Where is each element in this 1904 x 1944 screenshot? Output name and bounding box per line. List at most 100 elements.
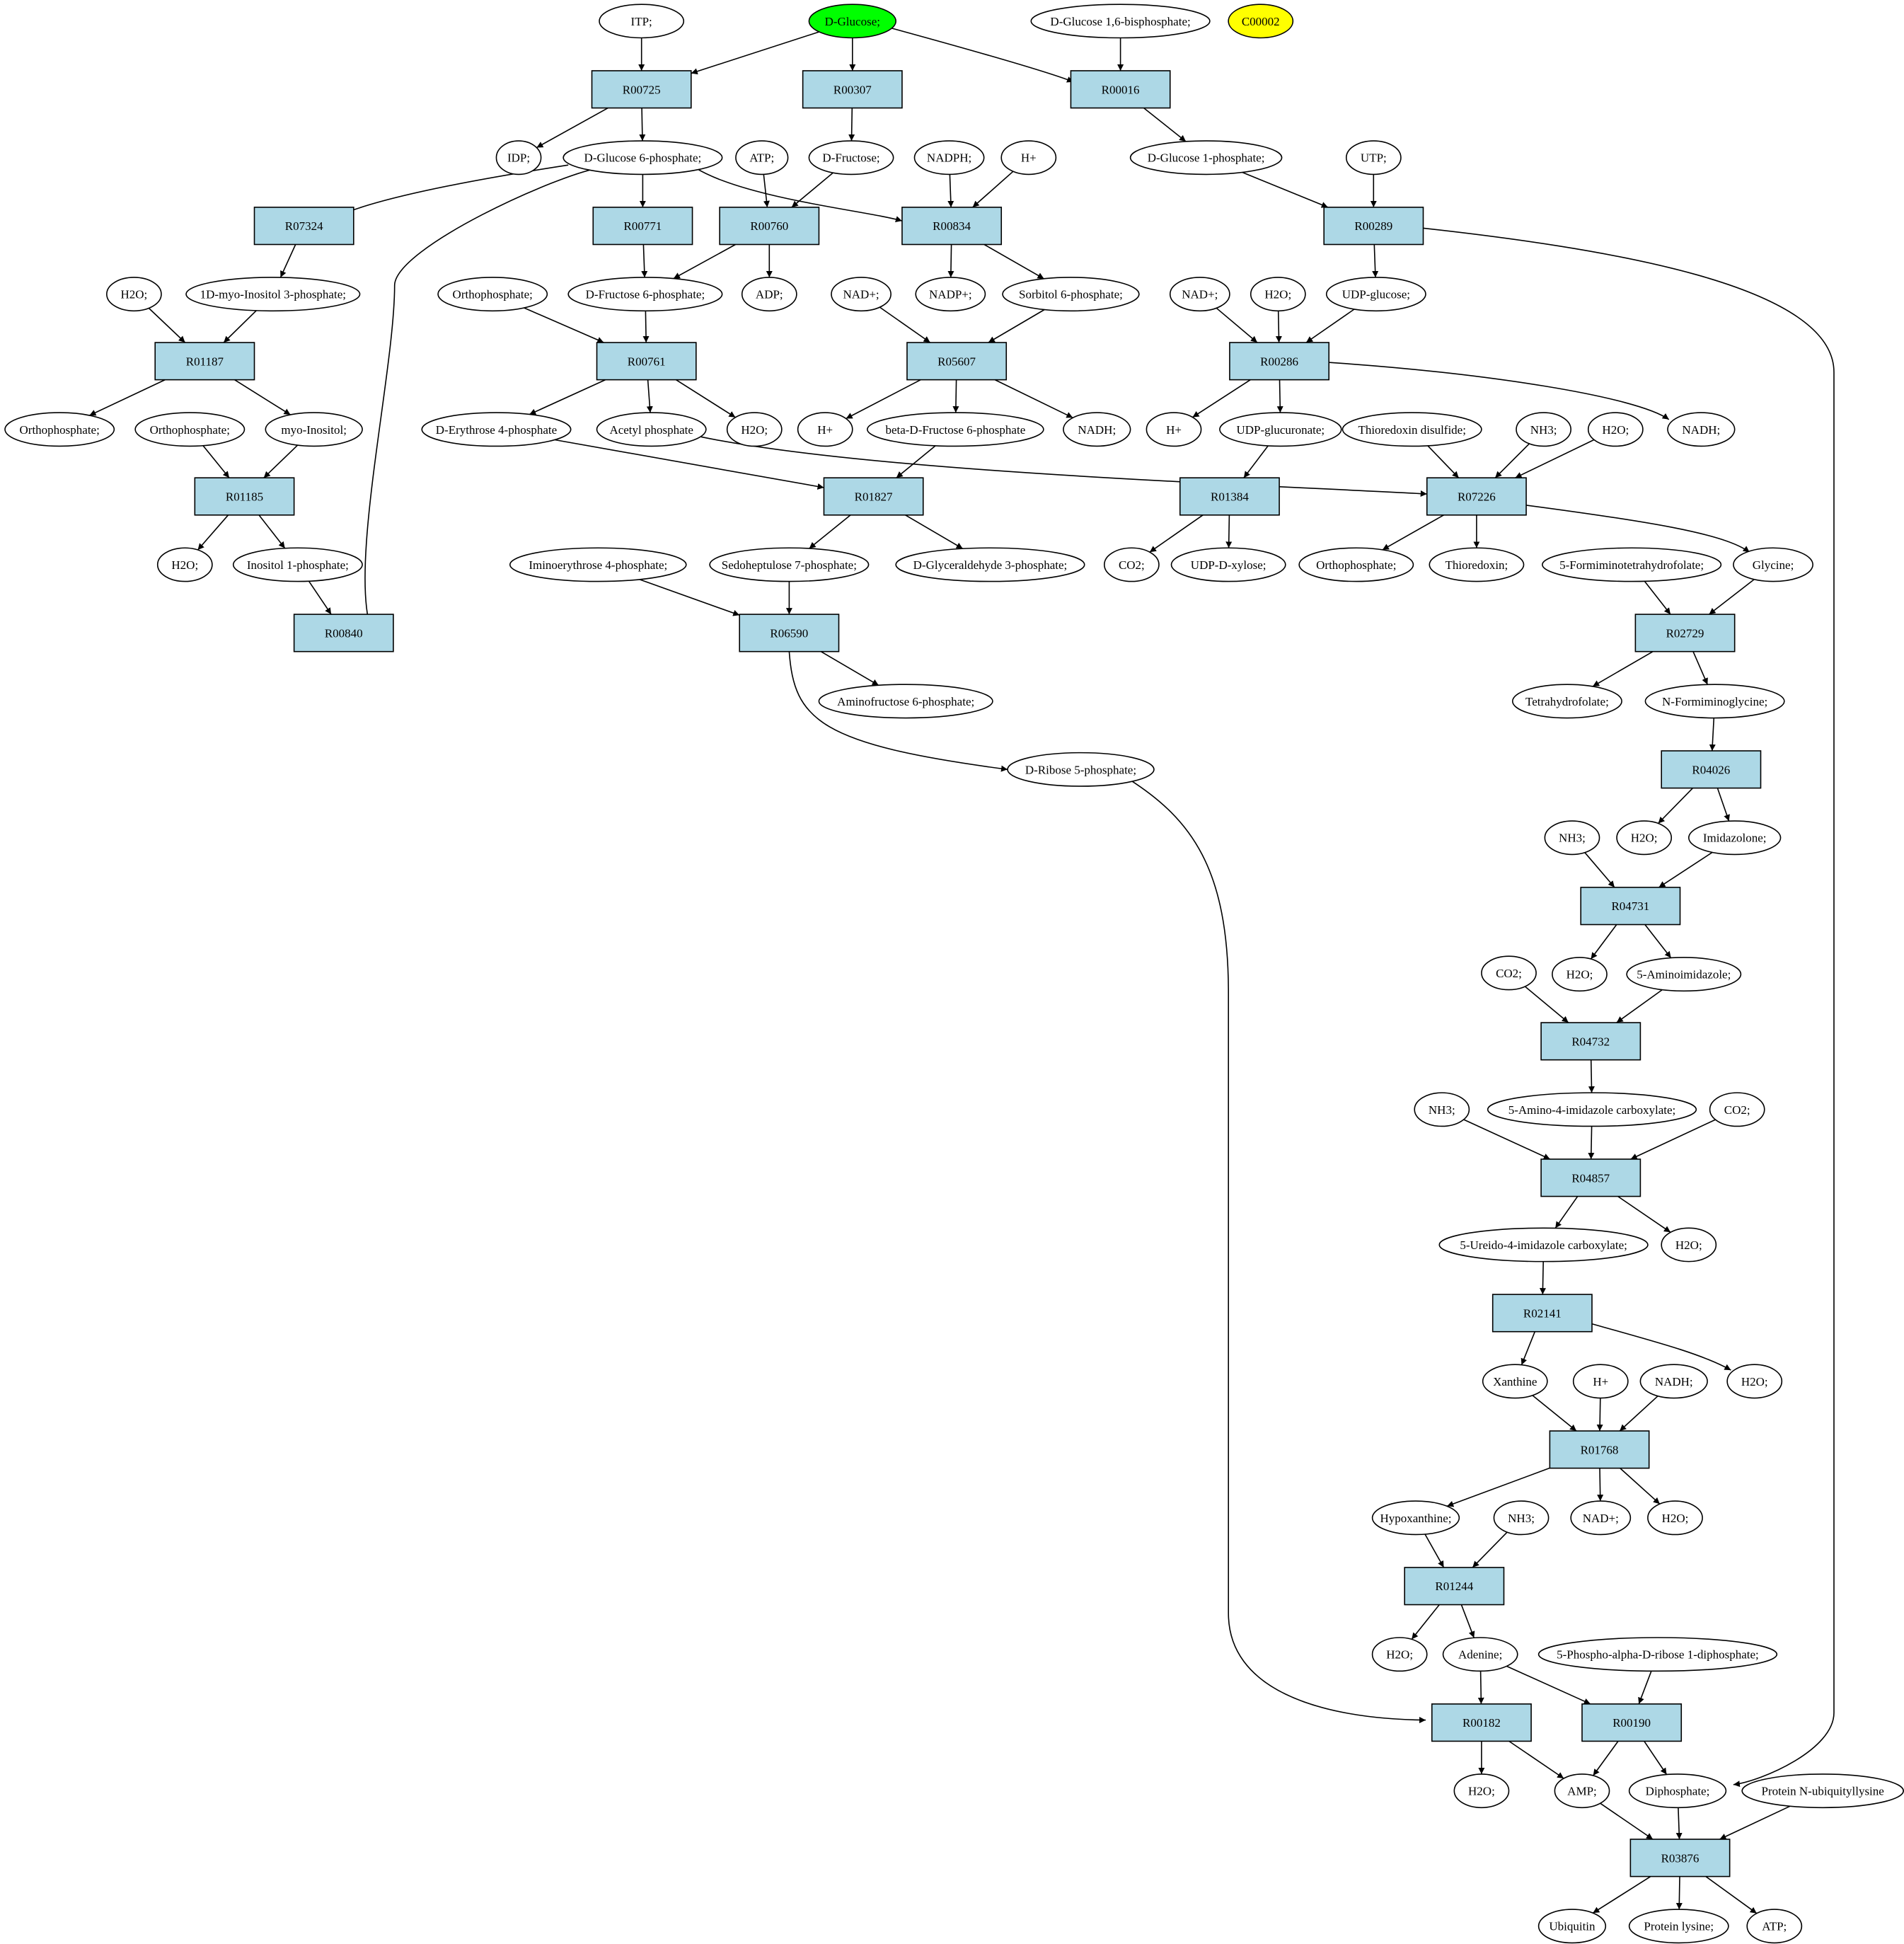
- compound-node[interactable]: UDP-D-xylose;: [1170, 547, 1286, 582]
- compound-node[interactable]: H2O;: [1616, 820, 1673, 856]
- compound-node[interactable]: Thioredoxin disulfide;: [1342, 412, 1482, 447]
- compound-node[interactable]: H2O;: [1726, 1364, 1783, 1399]
- compound-node[interactable]: IDP;: [495, 140, 542, 176]
- compound-node[interactable]: Diphosphate;: [1628, 1773, 1727, 1809]
- compound-node[interactable]: NADH;: [1639, 1364, 1708, 1399]
- reaction-node[interactable]: R00182: [1431, 1703, 1532, 1742]
- compound-node[interactable]: D-Erythrose 4-phosphate: [421, 412, 572, 447]
- compound-node[interactable]: Inositol 1-phosphate;: [232, 547, 363, 582]
- compound-node[interactable]: NADPH;: [913, 140, 985, 176]
- compound-node[interactable]: AMP;: [1554, 1773, 1610, 1809]
- reaction-node[interactable]: R06590: [739, 614, 840, 652]
- compound-node[interactable]: UTP;: [1345, 140, 1402, 176]
- compound-node[interactable]: Glycine;: [1733, 547, 1813, 582]
- compound-node[interactable]: ITP;: [599, 4, 685, 39]
- compound-node[interactable]: H2O;: [1647, 1500, 1703, 1536]
- compound-node[interactable]: H2O;: [1587, 412, 1644, 447]
- compound-node[interactable]: Ubiquitin: [1537, 1909, 1607, 1944]
- compound-node[interactable]: NH3;: [1414, 1092, 1470, 1127]
- compound-node[interactable]: Sedoheptulose 7-phosphate;: [709, 547, 870, 582]
- reaction-node[interactable]: R00286: [1229, 342, 1330, 381]
- compound-node[interactable]: Sorbitol 6-phosphate;: [1002, 277, 1140, 312]
- reaction-node[interactable]: R07324: [253, 207, 354, 246]
- compound-node[interactable]: D-Fructose;: [808, 140, 894, 176]
- compound-node[interactable]: NAD+;: [1169, 277, 1230, 312]
- compound-node[interactable]: N-Formiminoglycine;: [1644, 684, 1785, 719]
- compound-node[interactable]: CO2;: [1103, 547, 1160, 582]
- compound-node[interactable]: 5-Formiminotetrahydrofolate;: [1542, 547, 1722, 582]
- reaction-node[interactable]: R01185: [194, 477, 295, 516]
- reaction-node[interactable]: R00840: [293, 614, 394, 652]
- compound-node[interactable]: 1D-myo-Inositol 3-phosphate;: [185, 277, 361, 312]
- compound-node[interactable]: D-Glucose 6-phosphate;: [562, 140, 723, 176]
- reaction-node[interactable]: R01187: [154, 342, 255, 381]
- compound-node[interactable]: ATP;: [735, 140, 789, 176]
- compound-node[interactable]: CO2;: [1709, 1092, 1765, 1127]
- reaction-node[interactable]: R04857: [1540, 1158, 1642, 1197]
- reaction-node[interactable]: R03876: [1629, 1839, 1731, 1877]
- reaction-node[interactable]: R01827: [823, 477, 924, 516]
- compound-node[interactable]: Thioredoxin;: [1429, 547, 1525, 582]
- compound-node[interactable]: 5-Phospho-alpha-D-ribose 1-diphosphate;: [1537, 1637, 1778, 1672]
- compound-node[interactable]: NAD+;: [1570, 1500, 1632, 1536]
- compound-node[interactable]: D-Fructose 6-phosphate;: [567, 277, 723, 312]
- compound-node[interactable]: 5-Ureido-4-imidazole carboxylate;: [1438, 1227, 1649, 1263]
- compound-node[interactable]: D-Ribose 5-phosphate;: [1007, 752, 1155, 787]
- reaction-node[interactable]: R02141: [1492, 1294, 1593, 1333]
- reaction-node[interactable]: R04732: [1540, 1022, 1642, 1061]
- compound-node[interactable]: Iminoerythrose 4-phosphate;: [509, 547, 687, 582]
- reaction-node[interactable]: R00761: [596, 342, 697, 381]
- compound-node[interactable]: H2O;: [1371, 1637, 1428, 1672]
- compound-node[interactable]: Adenine;: [1442, 1637, 1518, 1672]
- reaction-node[interactable]: R00307: [802, 70, 903, 109]
- reaction-node[interactable]: R01384: [1179, 477, 1280, 516]
- compound-node[interactable]: H+: [1146, 412, 1202, 447]
- reaction-node[interactable]: R04026: [1661, 750, 1762, 789]
- compound-node[interactable]: D-Glyceraldehyde 3-phosphate;: [895, 547, 1085, 582]
- reaction-node[interactable]: R05607: [906, 342, 1008, 381]
- compound-node[interactable]: H+: [1572, 1364, 1629, 1399]
- compound-node[interactable]: H2O;: [106, 277, 162, 312]
- compound-node[interactable]: D-Glucose 1-phosphate;: [1129, 140, 1283, 176]
- compound-node[interactable]: NADP+;: [915, 277, 986, 312]
- compound-node[interactable]: Imidazolone;: [1687, 820, 1782, 856]
- reaction-node[interactable]: R00725: [591, 70, 692, 109]
- compound-node[interactable]: UDP-glucose;: [1325, 277, 1426, 312]
- reaction-node[interactable]: R00289: [1323, 207, 1424, 246]
- reaction-node[interactable]: R00760: [719, 207, 820, 246]
- compound-node[interactable]: 5-Aminoimidazole;: [1626, 957, 1742, 992]
- reaction-node[interactable]: R00016: [1070, 70, 1171, 109]
- compound-node[interactable]: NH3;: [1493, 1500, 1550, 1536]
- compound-node[interactable]: Aminofructose 6-phosphate;: [818, 684, 993, 719]
- compound-node[interactable]: Tetrahydrofolate;: [1511, 684, 1622, 719]
- reaction-node[interactable]: R01244: [1404, 1567, 1505, 1606]
- reaction-node[interactable]: R07226: [1426, 477, 1527, 516]
- compound-node[interactable]: Xanthine: [1482, 1364, 1548, 1399]
- compound-node[interactable]: NADH;: [1667, 412, 1736, 447]
- compound-node[interactable]: ADP;: [741, 277, 797, 312]
- compound-node[interactable]: H2O;: [1552, 957, 1608, 992]
- compound-node[interactable]: H2O;: [156, 547, 213, 582]
- compound-node[interactable]: 5-Amino-4-imidazole carboxylate;: [1487, 1092, 1697, 1127]
- compound-node[interactable]: CO2;: [1481, 955, 1537, 991]
- reaction-node[interactable]: R00190: [1581, 1703, 1683, 1742]
- compound-node[interactable]: Orthophosphate;: [1298, 547, 1414, 582]
- compound-node[interactable]: Orthophosphate;: [437, 277, 548, 312]
- compound-node[interactable]: Acetyl phosphate: [596, 412, 707, 447]
- compound-node[interactable]: Protein lysine;: [1628, 1909, 1729, 1944]
- reaction-node[interactable]: R00834: [901, 207, 1003, 246]
- compound-node[interactable]: NADH;: [1063, 412, 1131, 447]
- compound-node[interactable]: Hypoxanthine;: [1371, 1500, 1460, 1536]
- compound-node[interactable]: H+: [797, 412, 853, 447]
- compound-node[interactable]: ATP;: [1746, 1909, 1803, 1944]
- compound-node[interactable]: H+: [1000, 140, 1057, 176]
- compound-node[interactable]: UDP-glucuronate;: [1219, 412, 1342, 447]
- compound-node[interactable]: NAD+;: [831, 277, 892, 312]
- reaction-node[interactable]: R04731: [1580, 887, 1681, 926]
- compound-node[interactable]: D-Glucose;: [808, 4, 896, 39]
- compound-node[interactable]: Orthophosphate;: [134, 412, 246, 447]
- compound-node[interactable]: beta-D-Fructose 6-phosphate: [867, 412, 1044, 447]
- compound-node[interactable]: NH3;: [1516, 412, 1571, 447]
- compound-node[interactable]: H2O;: [1661, 1227, 1717, 1263]
- compound-node[interactable]: H2O;: [726, 412, 783, 447]
